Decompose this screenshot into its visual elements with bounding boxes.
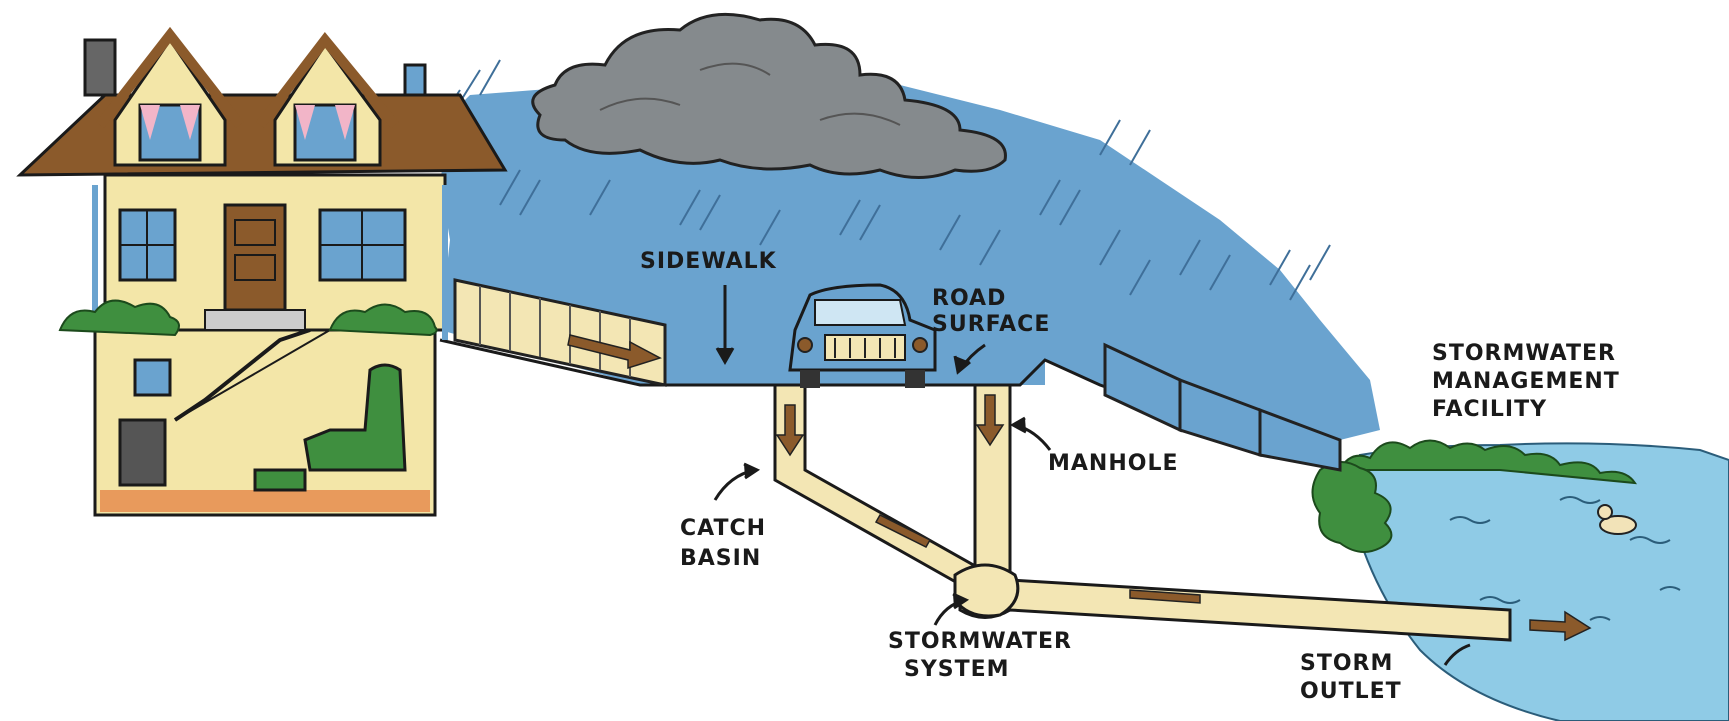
basement-floor <box>100 490 430 512</box>
pipe-flow-arrows <box>775 394 1592 642</box>
duck-icon <box>1597 504 1637 535</box>
right-shrub <box>328 303 438 337</box>
label-stormwater-facility: STORMWATER MANAGEMENT FACILITY <box>1432 341 1628 422</box>
sidewalk <box>453 278 667 387</box>
house-icon <box>16 26 508 517</box>
pond-bank-shrubs <box>1311 461 1393 553</box>
chimney <box>83 38 117 97</box>
label-road-surface: ROAD SURFACE <box>932 286 1050 337</box>
label-storm-outlet: STORM OUTLET <box>1300 651 1402 704</box>
porch-step <box>204 309 306 331</box>
label-stormwater-system: STORMWATER SYSTEM <box>888 629 1081 682</box>
pipe-junction <box>953 563 1020 618</box>
basement-stairs <box>173 328 311 422</box>
label-sidewalk: SIDEWALK <box>640 249 777 274</box>
label-catch-basin: CATCH BASIN <box>680 516 775 571</box>
sidewalk-flow-arrow <box>567 334 662 370</box>
vent-stack <box>403 63 427 97</box>
fence-panels <box>1103 342 1342 472</box>
storm-cloud <box>531 12 1007 179</box>
roof <box>16 93 508 177</box>
pond-shrubs <box>1338 439 1638 485</box>
pointer-arrows <box>713 285 1471 666</box>
armchair <box>303 363 407 472</box>
car-icon <box>788 283 937 388</box>
footstool <box>253 468 307 492</box>
pond-ripples <box>1449 496 1681 621</box>
storm-pipes <box>773 383 1512 642</box>
catch-basin-pipe <box>773 383 1004 592</box>
label-manhole: MANHOLE <box>1048 451 1179 476</box>
storm-outlet-pointer <box>1443 643 1471 666</box>
stormwater-pond <box>1359 442 1729 721</box>
furnace <box>118 418 167 487</box>
rain-streaks <box>439 59 1331 301</box>
basement-window <box>133 358 172 397</box>
left-shrub <box>58 299 180 337</box>
